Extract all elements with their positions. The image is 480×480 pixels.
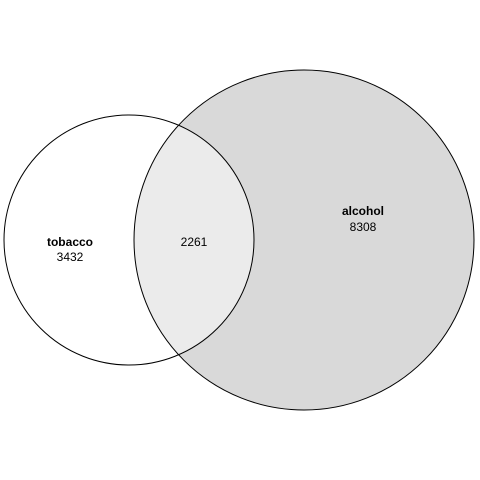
- alcohol-label: alcohol: [342, 204, 384, 218]
- tobacco-label: tobacco: [47, 235, 93, 249]
- alcohol-circle-outline: [133, 69, 475, 411]
- tobacco-circle: [3, 114, 255, 366]
- tobacco-only-count: 3432: [57, 250, 84, 264]
- intersection-region: [134, 115, 254, 365]
- intersection-count: 2261: [181, 235, 208, 249]
- alcohol-only-count: 8308: [350, 220, 377, 234]
